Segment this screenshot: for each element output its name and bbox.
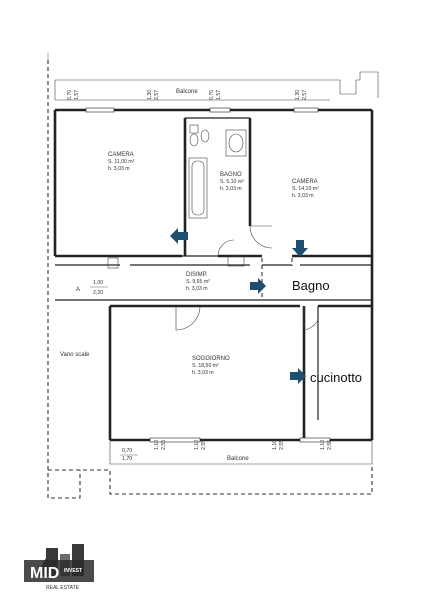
bidet-icon xyxy=(200,129,210,143)
room-label-camera-left: CAMERA S. 11,00 m² h. 3,03 m xyxy=(108,152,135,172)
svg-text:1,00: 1,00 xyxy=(93,280,103,286)
washbasin-icon xyxy=(225,129,247,157)
bathtub-icon xyxy=(188,157,208,219)
svg-text:0,70: 0,70 xyxy=(122,448,132,454)
toilet-icon xyxy=(189,124,199,147)
svg-text:2,55: 2,55 xyxy=(327,440,333,450)
dimension-top-2: 1,30 2,57 xyxy=(147,90,160,100)
svg-text:1,30: 1,30 xyxy=(147,90,153,100)
room-label-soggiorno: SOGGIORNO S. 18,50 m² h. 3,03 m xyxy=(192,356,230,376)
svg-text:1,30: 1,30 xyxy=(295,90,301,100)
svg-text:SOGGIORNO: SOGGIORNO xyxy=(192,356,230,362)
svg-text:1,10: 1,10 xyxy=(154,440,160,450)
dimension-bottom-2: 1,10 2,55 xyxy=(194,440,207,450)
svg-text:S. 5,10 m²: S. 5,10 m² xyxy=(220,179,244,185)
svg-text:1,57: 1,57 xyxy=(216,90,222,100)
callout-cucinotto: cucinotto xyxy=(310,370,362,385)
bottom-balcony xyxy=(109,440,373,465)
svg-text:1,70: 1,70 xyxy=(122,456,132,462)
dimension-bottom-1: 1,10 2,55 xyxy=(154,440,167,450)
dimension-top-4: 1,30 2,57 xyxy=(295,90,308,100)
arrow-right-icon-bagno xyxy=(250,278,266,294)
svg-text:1,57: 1,57 xyxy=(74,90,80,100)
svg-text:h. 3,03 m: h. 3,03 m xyxy=(220,186,242,192)
svg-text:h. 3,03 m: h. 3,03 m xyxy=(192,370,214,376)
room-label-camera-right: CAMERA S. 14,10 m² h. 3,03 m xyxy=(292,179,319,199)
top-balcony xyxy=(54,71,379,100)
svg-text:INVEST: INVEST xyxy=(64,568,82,574)
svg-text:1,10: 1,10 xyxy=(272,440,278,450)
room-label-bagno: BAGNO S. 5,10 m² h. 3,03 m xyxy=(220,172,244,192)
callout-bagno: Bagno xyxy=(292,278,330,293)
svg-text:0,70: 0,70 xyxy=(67,90,73,100)
dimension-left-mid: 1,00 2,20 xyxy=(90,280,108,296)
door-swings xyxy=(175,225,319,331)
svg-text:2,20: 2,20 xyxy=(93,290,103,296)
arrow-down-icon xyxy=(292,240,308,257)
svg-text:1,10: 1,10 xyxy=(320,440,326,450)
property-boundary xyxy=(47,60,373,499)
svg-text:S. 14,10 m²: S. 14,10 m² xyxy=(292,186,319,192)
svg-text:S. 18,50 m²: S. 18,50 m² xyxy=(192,363,219,369)
svg-text:S. 9,65 m²: S. 9,65 m² xyxy=(186,279,210,285)
svg-text:MID: MID xyxy=(30,565,59,582)
company-logo: MID INVEST REAL ESTATE xyxy=(24,544,94,591)
svg-text:h. 3,03 m: h. 3,03 m xyxy=(108,166,130,172)
svg-text:h. 3,03 m: h. 3,03 m xyxy=(186,286,208,292)
arrow-right-icon-cucinotto xyxy=(290,368,306,384)
dimension-top-3: 0,70 1,57 xyxy=(209,90,222,100)
svg-text:2,57: 2,57 xyxy=(154,90,160,100)
dimension-top-1: 0,70 1,57 xyxy=(67,90,80,100)
svg-text:1,10: 1,10 xyxy=(194,440,200,450)
svg-text:DISIMP.: DISIMP. xyxy=(186,272,208,278)
svg-text:CAMERA: CAMERA xyxy=(292,179,318,185)
windows xyxy=(85,107,331,443)
svg-text:BAGNO: BAGNO xyxy=(220,172,242,178)
label-a-marker: A xyxy=(76,287,80,293)
svg-text:2,55: 2,55 xyxy=(201,440,207,450)
svg-text:CAMERA: CAMERA xyxy=(108,152,134,158)
svg-text:h. 3,03 m: h. 3,03 m xyxy=(292,193,314,199)
label-balcone-bottom: Balcone xyxy=(227,456,249,462)
svg-text:S. 11,00 m²: S. 11,00 m² xyxy=(108,159,135,165)
label-vano-scale: Vano scale xyxy=(60,352,90,358)
label-balcone-top: Balcone xyxy=(176,89,198,95)
svg-text:2,57: 2,57 xyxy=(302,90,308,100)
dimension-bottom-3: 1,10 2,55 xyxy=(272,440,285,450)
dimension-bottom-left: 0,70 1,70 xyxy=(120,448,138,462)
svg-text:2,55: 2,55 xyxy=(279,440,285,450)
dimension-bottom-4: 1,10 2,55 xyxy=(320,440,333,450)
arrow-left-icon xyxy=(170,228,188,244)
svg-text:REAL ESTATE: REAL ESTATE xyxy=(46,585,80,591)
svg-text:0,70: 0,70 xyxy=(209,90,215,100)
svg-text:2,55: 2,55 xyxy=(161,440,167,450)
room-label-disimp: DISIMP. S. 9,65 m² h. 3,03 m xyxy=(186,272,210,292)
